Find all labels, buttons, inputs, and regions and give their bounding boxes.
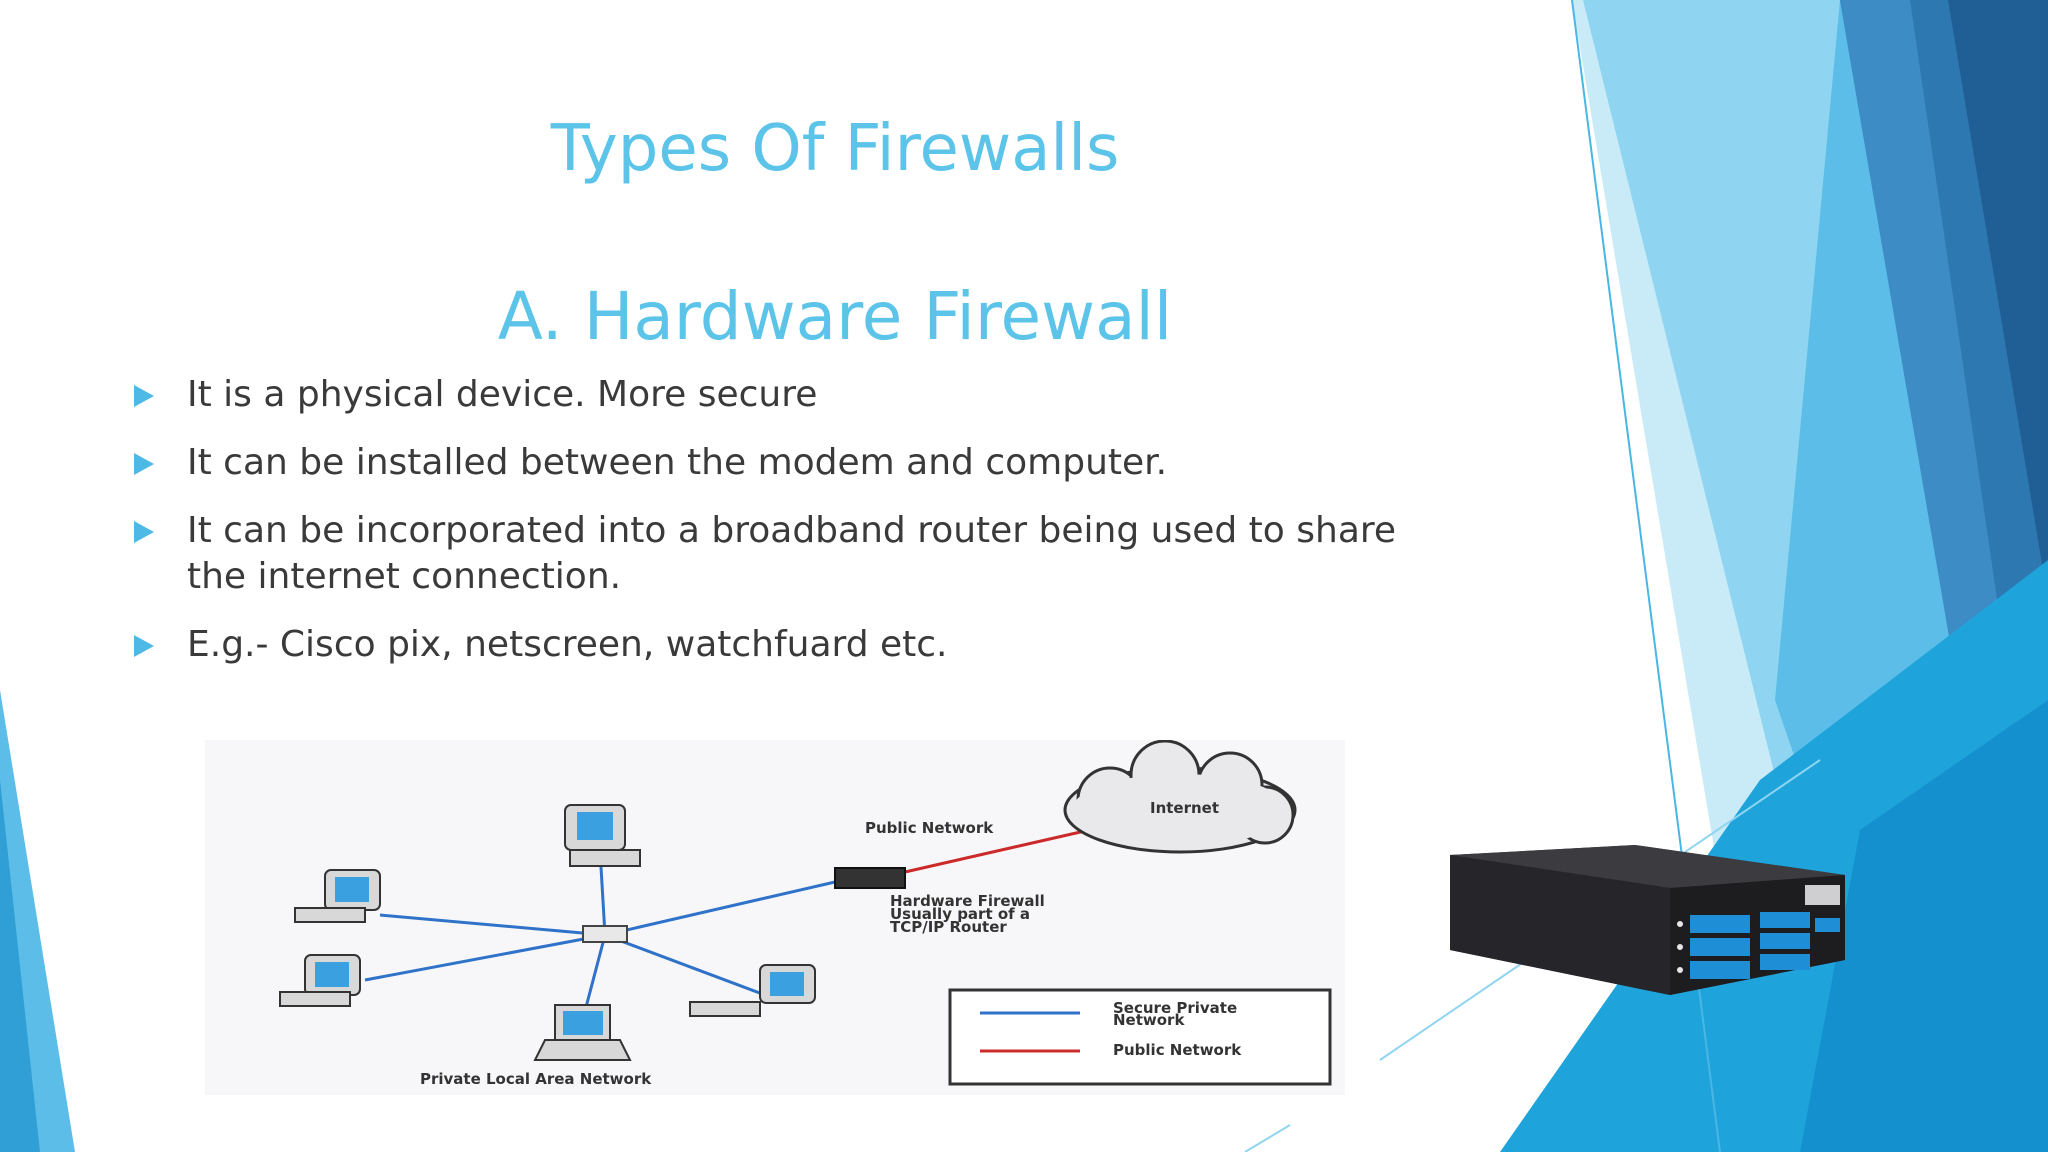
triangle-bullet-icon bbox=[134, 635, 154, 657]
internet-label: Internet bbox=[1150, 799, 1220, 817]
bullet-text: It can be installed between the modem an… bbox=[187, 442, 1168, 483]
firewall-appliance-image bbox=[1450, 845, 1845, 995]
bullet-text: E.g.- Cisco pix, netscreen, watchfuard e… bbox=[187, 624, 948, 665]
slide-title: Types Of Firewalls bbox=[550, 112, 1120, 186]
legend-public-label: Public Network bbox=[1113, 1041, 1242, 1059]
triangle-bullet-icon bbox=[134, 453, 154, 475]
triangle-bullet-icon bbox=[134, 521, 154, 543]
firewall-label-3: TCP/IP Router bbox=[890, 918, 1007, 936]
public-network-label: Public Network bbox=[865, 819, 994, 837]
network-diagram: Internet Public Network Hardware Firewal… bbox=[205, 740, 1345, 1095]
slide-subtitle: A. Hardware Firewall bbox=[497, 278, 1173, 355]
bullet-item: E.g.- Cisco pix, netscreen, watchfuard e… bbox=[130, 622, 1460, 668]
bullet-item: It can be incorporated into a broadband … bbox=[130, 508, 1460, 600]
bullet-list: It is a physical device. More secure It … bbox=[130, 372, 1460, 690]
bullet-text: It is a physical device. More secure bbox=[187, 374, 818, 415]
legend-secure-label-1: Secure Private bbox=[1113, 999, 1238, 1017]
network-diagram-graphic bbox=[205, 740, 1345, 1095]
firewall-label-1: Hardware Firewall bbox=[890, 892, 1045, 910]
firewall-label-2: Usually part of a bbox=[890, 905, 1031, 923]
bullet-item: It can be installed between the modem an… bbox=[130, 440, 1460, 486]
legend-secure-label-2: Network bbox=[1113, 1011, 1185, 1029]
lan-label: Private Local Area Network bbox=[420, 1070, 652, 1088]
bullet-text: It can be incorporated into a broadband … bbox=[187, 510, 1397, 597]
bullet-item: It is a physical device. More secure bbox=[130, 372, 1460, 418]
triangle-bullet-icon bbox=[134, 385, 154, 407]
